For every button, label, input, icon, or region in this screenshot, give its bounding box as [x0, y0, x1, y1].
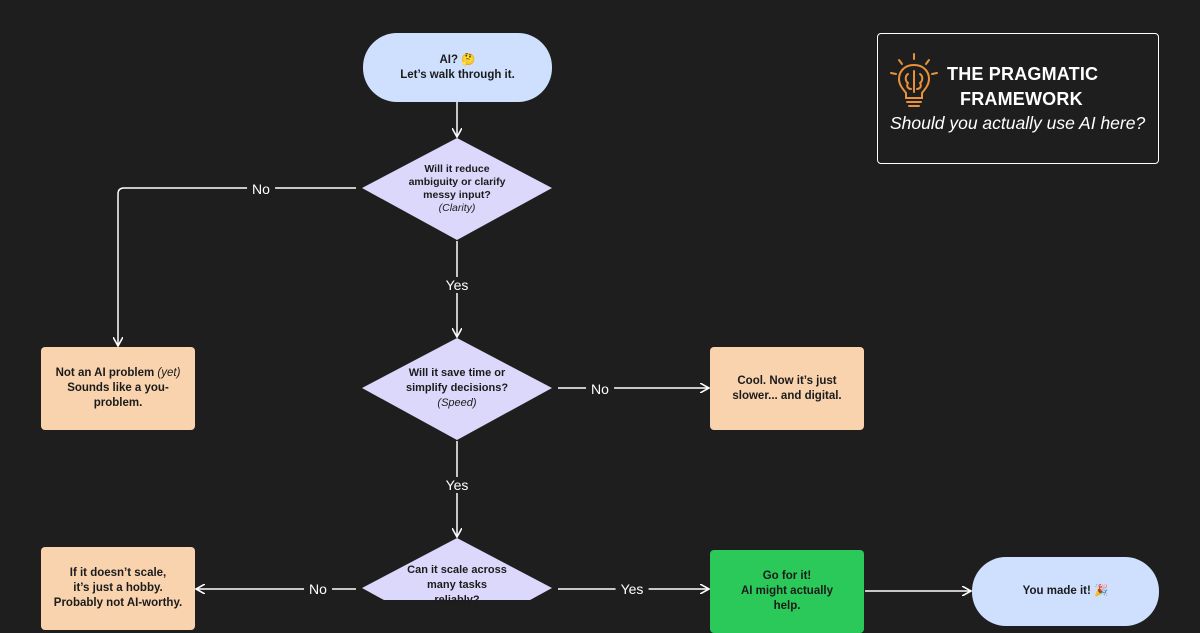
go-for-it-node: Go for it! AI might actually help.: [710, 550, 864, 633]
diamond-speed: [362, 338, 552, 440]
hobby-line2: it’s just a hobby.: [73, 582, 163, 594]
flowchart-connectors: [0, 102, 1200, 600]
not-ai-line1: Not an AI problem (yet): [56, 366, 181, 381]
edge-label-speed-yes: Yes: [440, 477, 474, 493]
speed-sub: (Speed): [437, 396, 477, 409]
start-node-line2: Let’s walk through it.: [400, 68, 515, 81]
go-line2: AI might actually: [740, 585, 834, 597]
speed-line1: Will it save time or: [408, 366, 506, 379]
title-line2: FRAMEWORK: [960, 89, 1083, 109]
edge-label-scale-no: No: [304, 581, 332, 597]
clarity-line2: ambiguity or clarify: [408, 176, 506, 188]
scale-line1: Can it scale across: [407, 564, 507, 576]
edge-label-scale-yes: Yes: [615, 581, 649, 597]
scale-line2: many tasks: [427, 579, 487, 591]
go-line1: Go for it!: [762, 570, 812, 582]
made-it-line1: You made it! 🎉: [1022, 585, 1109, 597]
not-ai-problem-node: Not an AI problem (yet) Sounds like a yo…: [41, 347, 195, 430]
not-ai-line2: Sounds like a you-: [67, 382, 169, 394]
edge-label-clarity-yes: Yes: [440, 277, 474, 293]
not-ai-yet: (yet): [157, 367, 181, 379]
slower-node: Cool. Now it’s just slower... and digita…: [710, 347, 864, 430]
title-line1: THE PRAGMATIC: [947, 64, 1099, 84]
clarity-line1: Will it reduce: [424, 163, 490, 175]
not-ai-line3: problem.: [93, 397, 143, 409]
lightbulb-brain-icon: [890, 53, 938, 107]
go-line3: help.: [773, 600, 801, 612]
clarity-question: Will it reduce ambiguity or clarify mess…: [392, 150, 522, 228]
start-node-line1: AI? 🤔: [439, 53, 476, 66]
clarity-sub: (Clarity): [438, 202, 476, 214]
diamond-scale: [362, 538, 552, 600]
made-it-node: You made it! 🎉: [972, 557, 1159, 626]
speed-line2: simplify decisions?: [405, 381, 509, 394]
clarity-line3: messy input?: [423, 189, 491, 201]
scale-line3: reliably?: [434, 594, 480, 606]
slower-line2: slower... and digital.: [732, 389, 842, 402]
title-subtitle: Should you actually use AI here?: [890, 113, 1146, 133]
start-node: AI? 🤔 Let’s walk through it.: [363, 33, 552, 102]
not-ai-pre: Not an AI problem: [55, 367, 158, 379]
edge-clarity-no: [118, 187, 356, 345]
diamond-clarity: [362, 138, 552, 240]
slower-line1: Cool. Now it’s just: [737, 374, 837, 387]
hobby-line3: Probably not AI-worthy.: [53, 597, 183, 609]
title-card: THE PRAGMATIC FRAMEWORK Should you actua…: [877, 33, 1159, 164]
edge-label-speed-no: No: [586, 381, 614, 397]
scale-question: Can it scale across many tasks reliably?: [392, 563, 522, 611]
hobby-node: If it doesn’t scale, it’s just a hobby. …: [41, 547, 195, 630]
hobby-line1: If it doesn’t scale,: [69, 567, 167, 579]
edge-label-clarity-no: No: [247, 181, 275, 197]
speed-question: Will it save time or simplify decisions?…: [392, 355, 522, 421]
